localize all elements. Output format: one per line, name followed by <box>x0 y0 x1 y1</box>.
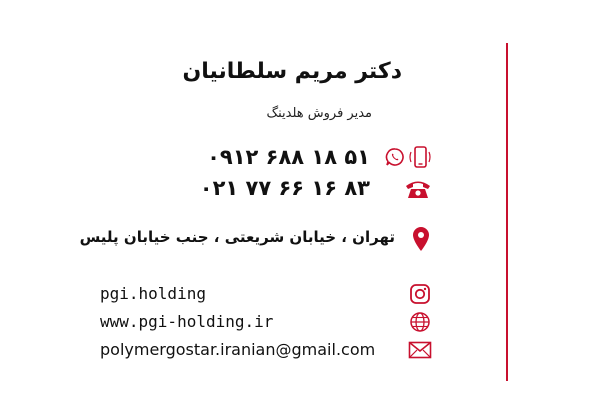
instagram-handle[interactable]: pgi.holding <box>100 284 206 303</box>
mobile-number[interactable]: ۰۹۱۲ ۶۸۸ ۱۸ ۵۱ <box>207 145 370 169</box>
person-name: دکتر مریم سلطانیان <box>182 59 402 84</box>
vertical-divider <box>506 43 508 381</box>
instagram-icon <box>410 284 430 304</box>
whatsapp-icon <box>385 148 404 166</box>
website-url[interactable]: www.pgi-holding.ir <box>100 312 274 331</box>
email-icon <box>408 341 432 359</box>
person-title: مدیر فروش هلدینگ <box>266 106 372 121</box>
globe-icon <box>410 312 430 332</box>
address-text: تهران ، خیابان شریعتی ، جنب خیابان پلیس <box>79 228 395 246</box>
telephone-icon <box>406 181 430 198</box>
mobile-phone-icon <box>409 146 431 168</box>
location-pin-icon <box>413 227 429 251</box>
email-address[interactable]: polymergostar.iranian@gmail.com <box>100 340 376 359</box>
landline-number[interactable]: ۰۲۱ ۷۷ ۶۶ ۱۶ ۸۳ <box>199 176 370 200</box>
